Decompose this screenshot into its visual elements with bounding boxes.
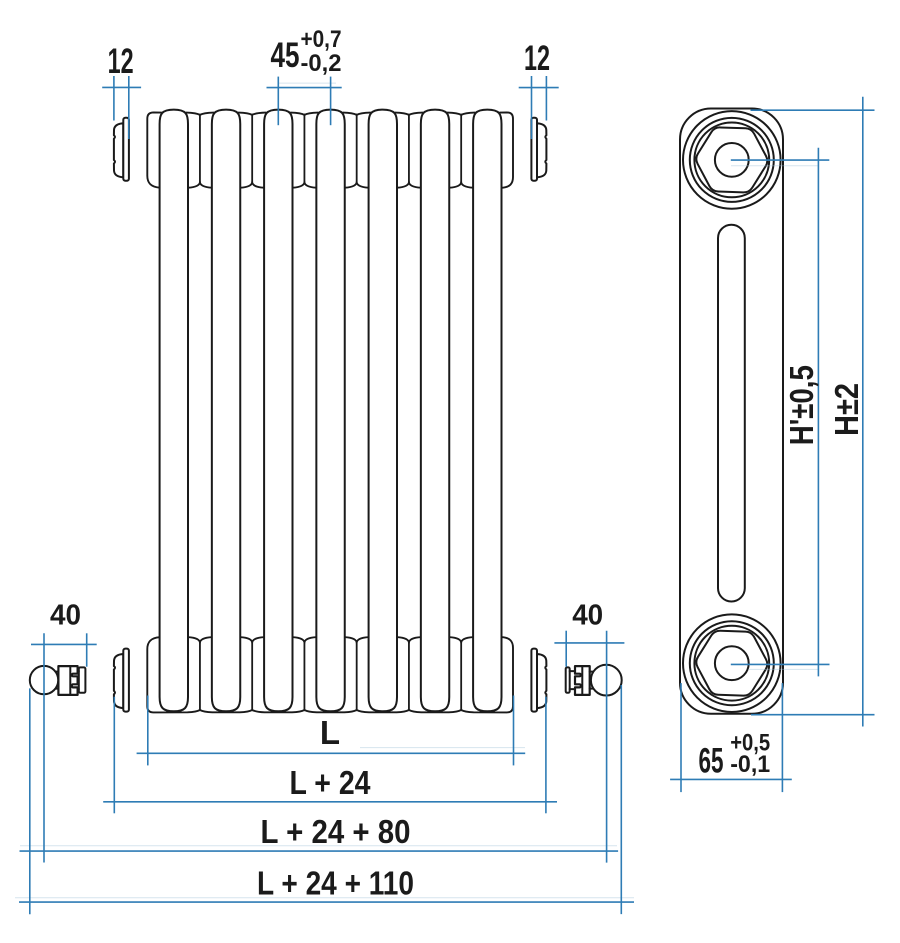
- svg-text:+0,7: +0,7: [301, 26, 342, 53]
- svg-text:-0,1: -0,1: [730, 751, 770, 778]
- svg-text:12: 12: [108, 41, 134, 81]
- svg-text:65: 65: [699, 740, 724, 780]
- svg-text:H'±0,5: H'±0,5: [783, 365, 820, 445]
- svg-text:L + 24: L + 24: [290, 764, 372, 801]
- svg-text:L: L: [320, 714, 340, 751]
- svg-text:+0,5: +0,5: [730, 730, 770, 757]
- svg-text:L + 24 + 80: L + 24 + 80: [261, 813, 411, 850]
- svg-text:40: 40: [50, 600, 81, 632]
- svg-text:40: 40: [572, 600, 603, 632]
- svg-text:H±2: H±2: [828, 383, 865, 436]
- svg-text:-0,2: -0,2: [301, 50, 342, 77]
- svg-text:12: 12: [524, 39, 550, 78]
- svg-text:45: 45: [271, 36, 300, 75]
- svg-text:L + 24 + 110: L + 24 + 110: [257, 865, 414, 902]
